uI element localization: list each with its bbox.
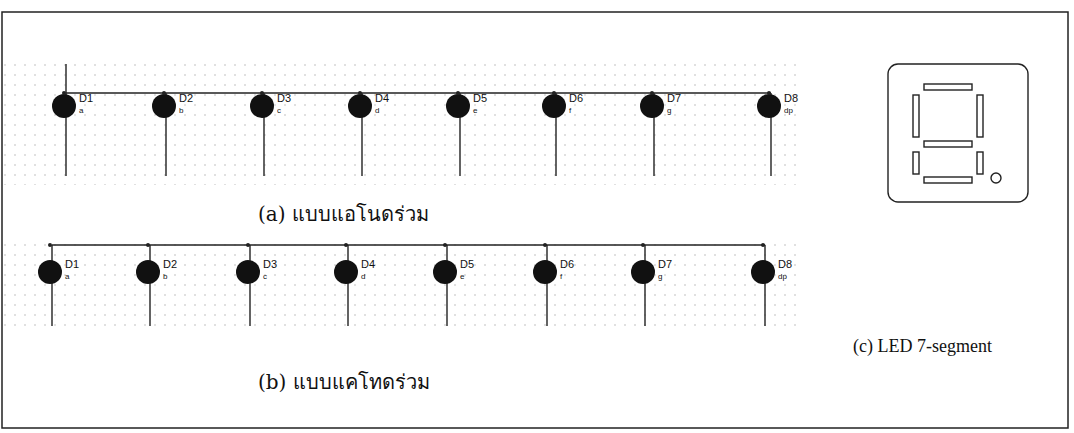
- led-name: D4: [375, 93, 389, 104]
- led-symbol: [152, 91, 176, 176]
- common-anode-circuit: [52, 64, 781, 176]
- common-bus: [52, 244, 765, 245]
- segment-name: e: [460, 273, 464, 281]
- led-symbol: [433, 243, 457, 326]
- led-symbol: [348, 91, 372, 176]
- segment-name: e: [473, 107, 477, 115]
- segment-name: d: [375, 107, 379, 115]
- segment-name: b: [163, 273, 167, 281]
- segment-name: b: [179, 107, 183, 115]
- caption: (b) แบบแคโทดร่วม: [258, 372, 430, 392]
- segment-name: f: [569, 107, 571, 115]
- led-symbol: [631, 243, 655, 326]
- led-symbol: [136, 243, 160, 326]
- led-name: D3: [263, 259, 277, 270]
- seven-segment-display: [888, 64, 1028, 202]
- led-name: D5: [460, 259, 474, 270]
- segment-name: c: [277, 107, 281, 115]
- led-name: D6: [560, 259, 574, 270]
- led-name: D7: [658, 259, 672, 270]
- led-symbol: [236, 243, 260, 326]
- led-name: D1: [79, 93, 93, 104]
- led-symbol: [52, 91, 76, 176]
- segment-name: f: [560, 273, 562, 281]
- led-name: D2: [179, 93, 193, 104]
- segment-name: g: [658, 273, 662, 281]
- led-name: D4: [361, 259, 375, 270]
- segment-name: a: [79, 107, 83, 115]
- led-symbol: [334, 243, 358, 326]
- segment-name: g: [667, 107, 671, 115]
- led-name: D8: [784, 93, 798, 104]
- frame: [2, 12, 1068, 428]
- led-symbol: [533, 243, 557, 326]
- common-lead: [65, 64, 66, 93]
- grid-b: [4, 236, 800, 331]
- segment-name: c: [263, 273, 267, 281]
- led-name: D2: [163, 259, 177, 270]
- caption: (a) แบบแอโนดร่วม: [258, 204, 429, 224]
- led-name: D5: [473, 93, 487, 104]
- led-symbol: [757, 91, 781, 176]
- common-cathode-circuit: [38, 243, 775, 326]
- led-name: D3: [277, 93, 291, 104]
- led-name: D7: [667, 93, 681, 104]
- segment-name: dp: [778, 273, 787, 281]
- led-symbol: [250, 91, 274, 176]
- led-name: D8: [778, 259, 792, 270]
- segment-name: dp: [784, 107, 793, 115]
- led-name: D6: [569, 93, 583, 104]
- led-symbol: [38, 243, 62, 326]
- led-name: D1: [65, 259, 79, 270]
- segment-name: a: [65, 273, 69, 281]
- common-bus: [66, 92, 771, 93]
- led-symbol: [751, 243, 775, 326]
- led-symbol: [640, 91, 664, 176]
- caption: (c) LED 7-segment: [853, 337, 992, 355]
- segment-name: d: [361, 273, 365, 281]
- led-symbol: [446, 91, 470, 176]
- led-symbol: [542, 91, 566, 176]
- grid-a: [4, 60, 804, 185]
